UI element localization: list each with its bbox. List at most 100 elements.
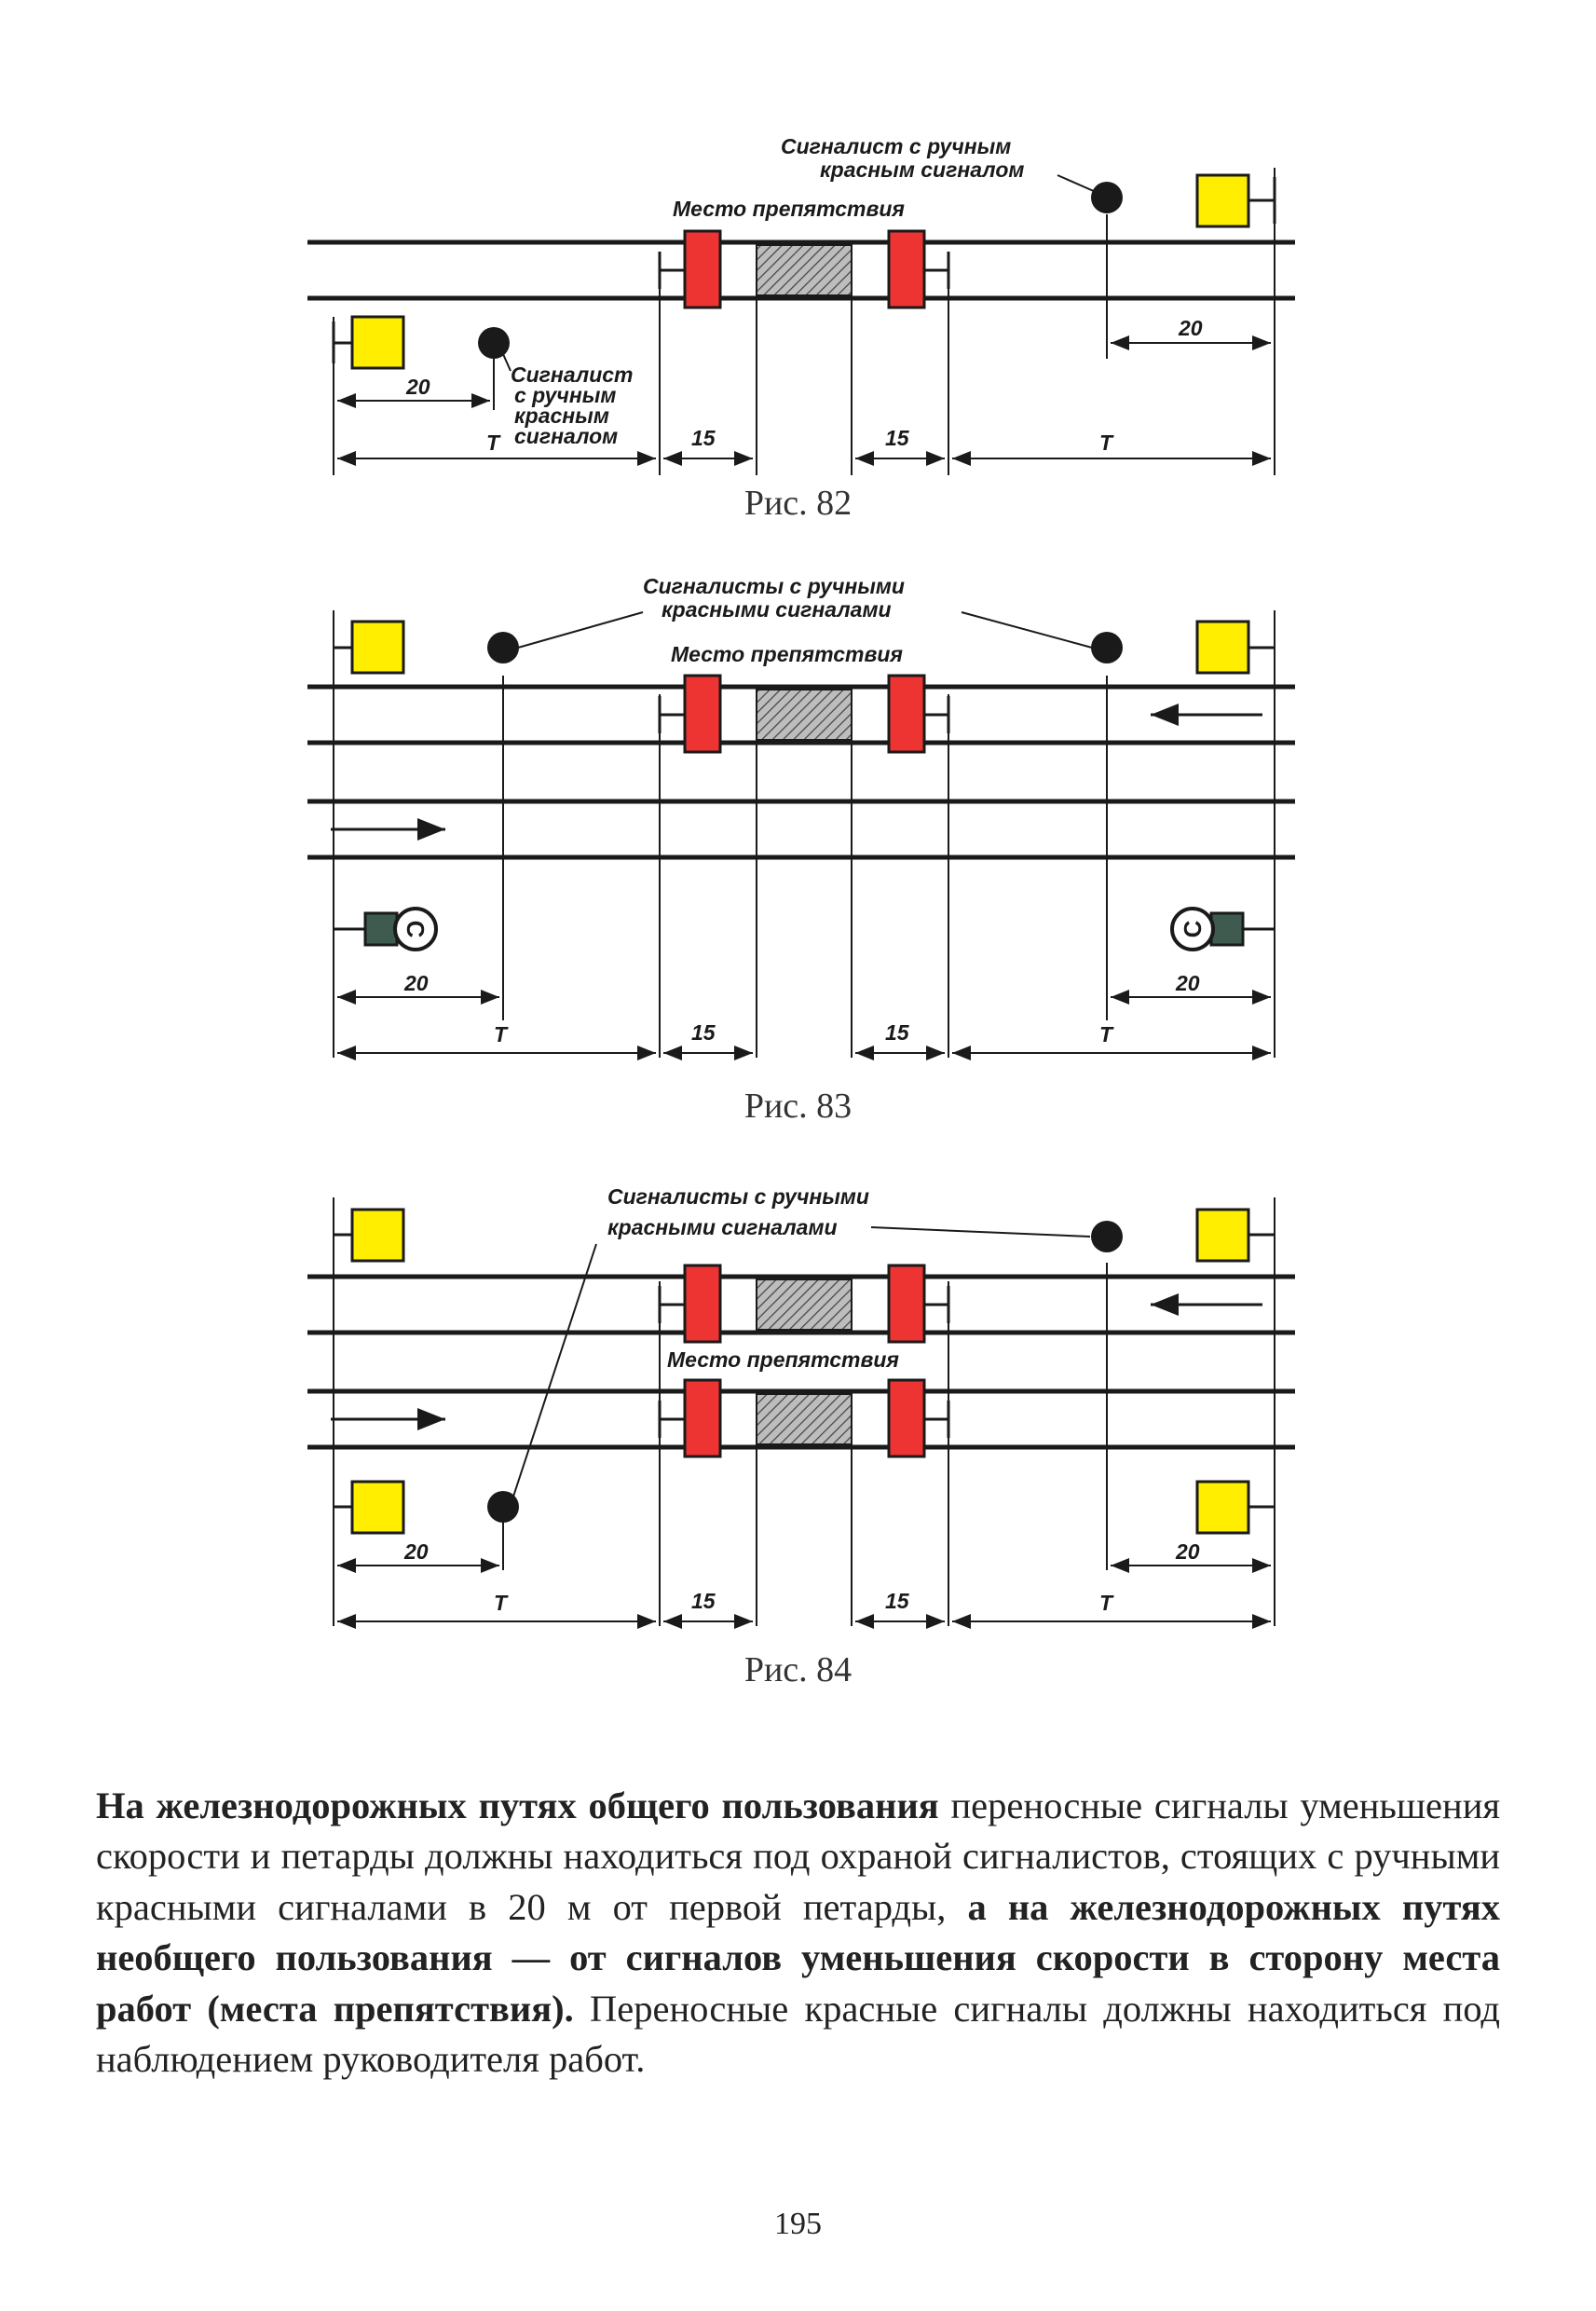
speed-reduction-sign [363, 911, 399, 947]
sign-c-icon [393, 907, 438, 951]
svg-text:Сигналисты с ручными: Сигналисты с ручными [643, 574, 905, 598]
body-text: Переносные красные сигналы должны находи… [96, 1987, 1501, 2081]
obstacle-zone [756, 689, 853, 741]
dimension-label: Т [1099, 431, 1114, 455]
red-portable-signal [887, 674, 926, 754]
flagman-dot [487, 1491, 519, 1523]
svg-text:сигналом: сигналом [514, 424, 618, 448]
dimension-label: 20 [403, 971, 429, 995]
svg-text:красными сигналами: красными сигналами [607, 1215, 838, 1239]
svg-text:Сигналист с ручным: Сигналист с ручным [781, 134, 1011, 158]
yellow-speed-signal [350, 1208, 405, 1263]
dimension-label: 15 [691, 1020, 716, 1045]
flagman-label: сигналом [514, 424, 618, 448]
svg-text:15: 15 [691, 1020, 716, 1045]
dimension-label: 15 [691, 1589, 716, 1613]
flagmen-label: Сигналисты с ручными [643, 574, 905, 598]
bold-text: На железнодорожных путях общего пользова… [96, 1784, 939, 1826]
flagmen-label: Сигналисты с ручными [607, 1184, 869, 1209]
svg-text:красными сигналами: красными сигналами [662, 597, 892, 622]
yellow-speed-signal [350, 1480, 405, 1535]
svg-text:Сигналист: Сигналист [511, 362, 634, 387]
body-text: переносные сигналы уменьшения скорости и… [96, 1784, 1501, 1928]
svg-text:красным: красным [514, 403, 609, 428]
svg-text:Место препятствия: Место препятствия [667, 1347, 899, 1372]
flagman-dot [1091, 632, 1123, 663]
svg-text:20: 20 [405, 375, 430, 399]
flagmen-label: красными сигналами [662, 597, 892, 622]
bold-text: а на железнодорожных путях необщего поль… [96, 1885, 1501, 2030]
speed-reduction-sign [1209, 911, 1245, 947]
svg-text:Место препятствия: Место препятствия [673, 197, 905, 221]
svg-text:20: 20 [1175, 971, 1200, 995]
figure-84: Сигналисты с ручными красными сигналами … [307, 1184, 1295, 1629]
svg-text:Сигналисты с ручными: Сигналисты с ручными [607, 1184, 869, 1209]
svg-text:20: 20 [403, 1539, 429, 1564]
obstacle-label: Место препятствия [667, 1347, 899, 1372]
dimension-label: 20 [1178, 316, 1203, 340]
red-portable-signal [887, 229, 926, 309]
dimension-label: Т [494, 1591, 509, 1615]
svg-text:20: 20 [1175, 1539, 1200, 1564]
red-portable-signal [683, 229, 722, 309]
obstacle-zone [756, 1393, 853, 1445]
yellow-speed-signal [350, 620, 405, 675]
yellow-speed-signal [1195, 1480, 1250, 1535]
dimension-label: 20 [1175, 1539, 1200, 1564]
dimension-label: 15 [885, 1020, 910, 1045]
yellow-speed-signal [350, 315, 405, 370]
dimension-label: 20 [405, 375, 430, 399]
flagman-dot [487, 632, 519, 663]
yellow-speed-signal [1195, 620, 1250, 675]
red-portable-signal [683, 1378, 722, 1458]
sign-letter: С [1179, 920, 1207, 937]
figure-83: С С Сигналисты с ручными красными сигнал… [307, 574, 1295, 1060]
sign-letter: С [402, 921, 430, 938]
dimension-label: 20 [1175, 971, 1200, 995]
yellow-speed-signal [1195, 1208, 1250, 1263]
dimension-label: 20 [403, 1539, 429, 1564]
red-portable-signal [887, 1378, 926, 1458]
svg-text:С: С [402, 921, 430, 938]
svg-text:15: 15 [885, 1020, 910, 1045]
flagman-dot [1091, 182, 1123, 213]
svg-text:Т: Т [486, 431, 501, 455]
svg-text:С: С [1179, 920, 1207, 937]
svg-text:Т: Т [1099, 431, 1114, 455]
svg-text:Т: Т [494, 1591, 509, 1615]
flagman-label: Сигналист [511, 362, 634, 387]
dimension-label: Т [1099, 1591, 1114, 1615]
svg-text:20: 20 [1178, 316, 1203, 340]
figure-83-caption: Рис. 83 [743, 1087, 853, 1126]
dimension-label: 15 [691, 426, 716, 450]
page-number: 195 [774, 2207, 822, 2241]
figure-82: Сигналист с ручным красным сигналом Мест… [307, 134, 1295, 475]
svg-text:Т: Т [1099, 1022, 1114, 1046]
flagmen-label: красными сигналами [607, 1215, 838, 1239]
svg-text:Т: Т [1099, 1591, 1114, 1615]
flagman-dot [478, 327, 510, 359]
sign-c-icon [1170, 907, 1215, 951]
svg-text:20: 20 [403, 971, 429, 995]
red-portable-signal [683, 674, 722, 754]
svg-text:Место препятствия: Место препятствия [671, 642, 903, 666]
dimension-label: Т [486, 431, 501, 455]
svg-text:15: 15 [885, 1589, 910, 1613]
flagman-label: Сигналист с ручным [781, 134, 1011, 158]
red-portable-signal [683, 1264, 722, 1344]
red-portable-signal [887, 1264, 926, 1344]
yellow-speed-signal [1195, 173, 1250, 228]
svg-text:15: 15 [691, 1589, 716, 1613]
obstacle-zone [756, 1279, 853, 1331]
svg-text:15: 15 [885, 426, 910, 450]
svg-text:15: 15 [691, 426, 716, 450]
dimension-label: 15 [885, 426, 910, 450]
flagman-label: с ручным [514, 383, 616, 407]
figure-84-caption: Рис. 84 [743, 1650, 853, 1689]
flagman-label: красным сигналом [820, 157, 1024, 182]
obstacle-label: Место препятствия [671, 642, 903, 666]
dimension-label: Т [494, 1022, 509, 1046]
obstacle-label: Место препятствия [673, 197, 905, 221]
body-paragraph: На железнодорожных путях общего пользова… [96, 1781, 1500, 2085]
